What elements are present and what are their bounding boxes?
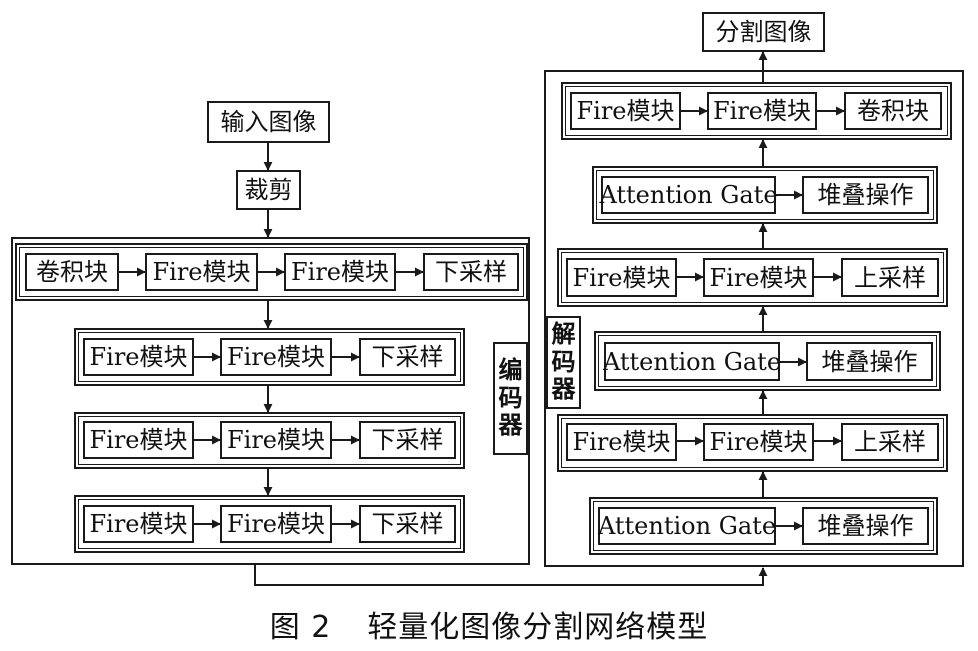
decoder-r6-stack-operation: 堆叠操作 [802,507,929,545]
decoder-r4-stack-operation: 堆叠操作 [806,342,933,381]
decoder-row-3-inner [561,252,944,303]
arrow-encoder-to-decoder [254,565,768,586]
decoder-r3-upsample: 上采样 [841,258,939,297]
encoder-r1-conv-block: 卷积块 [25,253,119,291]
decoder-row-2-outer [592,166,938,224]
decoder-row-6-inner [593,501,934,551]
encoder-r3-downsample: 下采样 [359,421,456,459]
encoder-frame [11,237,530,565]
encoder-r3-fire-module-1: Fire模块 [83,421,194,459]
encoder-r4-fire-module-1: Fire模块 [83,505,194,543]
decoder-row-6-outer [589,497,938,555]
decoder-row-4-inner [598,335,937,387]
decoder-r1-fire-module-1: Fire模块 [570,92,681,130]
decoder-r4-attention-gate: Attention Gate [603,342,781,381]
decoder-r2-stack-operation: 堆叠操作 [802,176,929,214]
decoder-label: 解码器 [546,316,581,409]
encoder-row-1-outer [15,243,528,301]
figure-title: 轻量化图像分割网络模型 [367,610,709,645]
decoder-r1-conv-block: 卷积块 [844,92,942,130]
segmented-image-node: 分割图像 [702,12,825,52]
encoder-r2-fire-module-2: Fire模块 [220,338,332,376]
decoder-row-5-inner [561,418,944,468]
encoder-row-3-outer [74,412,465,469]
encoder-r1-fire-module-1: Fire模块 [145,253,258,291]
encoder-row-4-inner [78,499,461,549]
decoder-r5-upsample: 上采样 [841,423,939,461]
decoder-r6-attention-gate: Attention Gate [598,507,776,545]
encoder-row-2-outer [74,328,465,386]
decoder-r1-fire-module-2: Fire模块 [707,92,817,130]
encoder-r2-downsample: 下采样 [359,338,456,376]
decoder-row-4-outer [594,331,941,391]
encoder-r1-fire-module-2: Fire模块 [284,253,396,291]
decoder-r3-fire-module-2: Fire模块 [703,258,814,297]
figure-number: 图 2 [269,610,332,645]
encoder-r1-downsample: 下采样 [423,253,519,291]
encoder-r3-fire-module-2: Fire模块 [220,421,332,459]
encoder-label: 编码器 [493,342,528,455]
encoder-r4-downsample: 下采样 [359,505,456,543]
encoder-r2-fire-module-1: Fire模块 [83,338,194,376]
decoder-frame [544,70,964,567]
decoder-r5-fire-module-1: Fire模块 [566,423,677,461]
decoder-r5-fire-module-2: Fire模块 [703,423,814,461]
encoder-row-3-inner [78,416,461,465]
encoder-row-1-inner [19,247,524,297]
crop-node: 裁剪 [236,170,301,210]
figure-caption: 图 2 轻量化图像分割网络模型 [0,602,978,646]
input-image-node: 输入图像 [207,101,330,143]
decoder-row-2-inner [596,170,934,220]
decoder-row-1-outer [561,82,952,140]
decoder-r2-attention-gate: Attention Gate [599,176,778,214]
decoder-row-1-inner [565,86,948,136]
encoder-row-2-inner [78,332,461,382]
decoder-row-3-outer [557,248,948,307]
decoder-r3-fire-module-1: Fire模块 [566,258,677,297]
encoder-r4-fire-module-2: Fire模块 [220,505,332,543]
encoder-row-4-outer [74,495,465,553]
decoder-row-5-outer [557,414,948,472]
